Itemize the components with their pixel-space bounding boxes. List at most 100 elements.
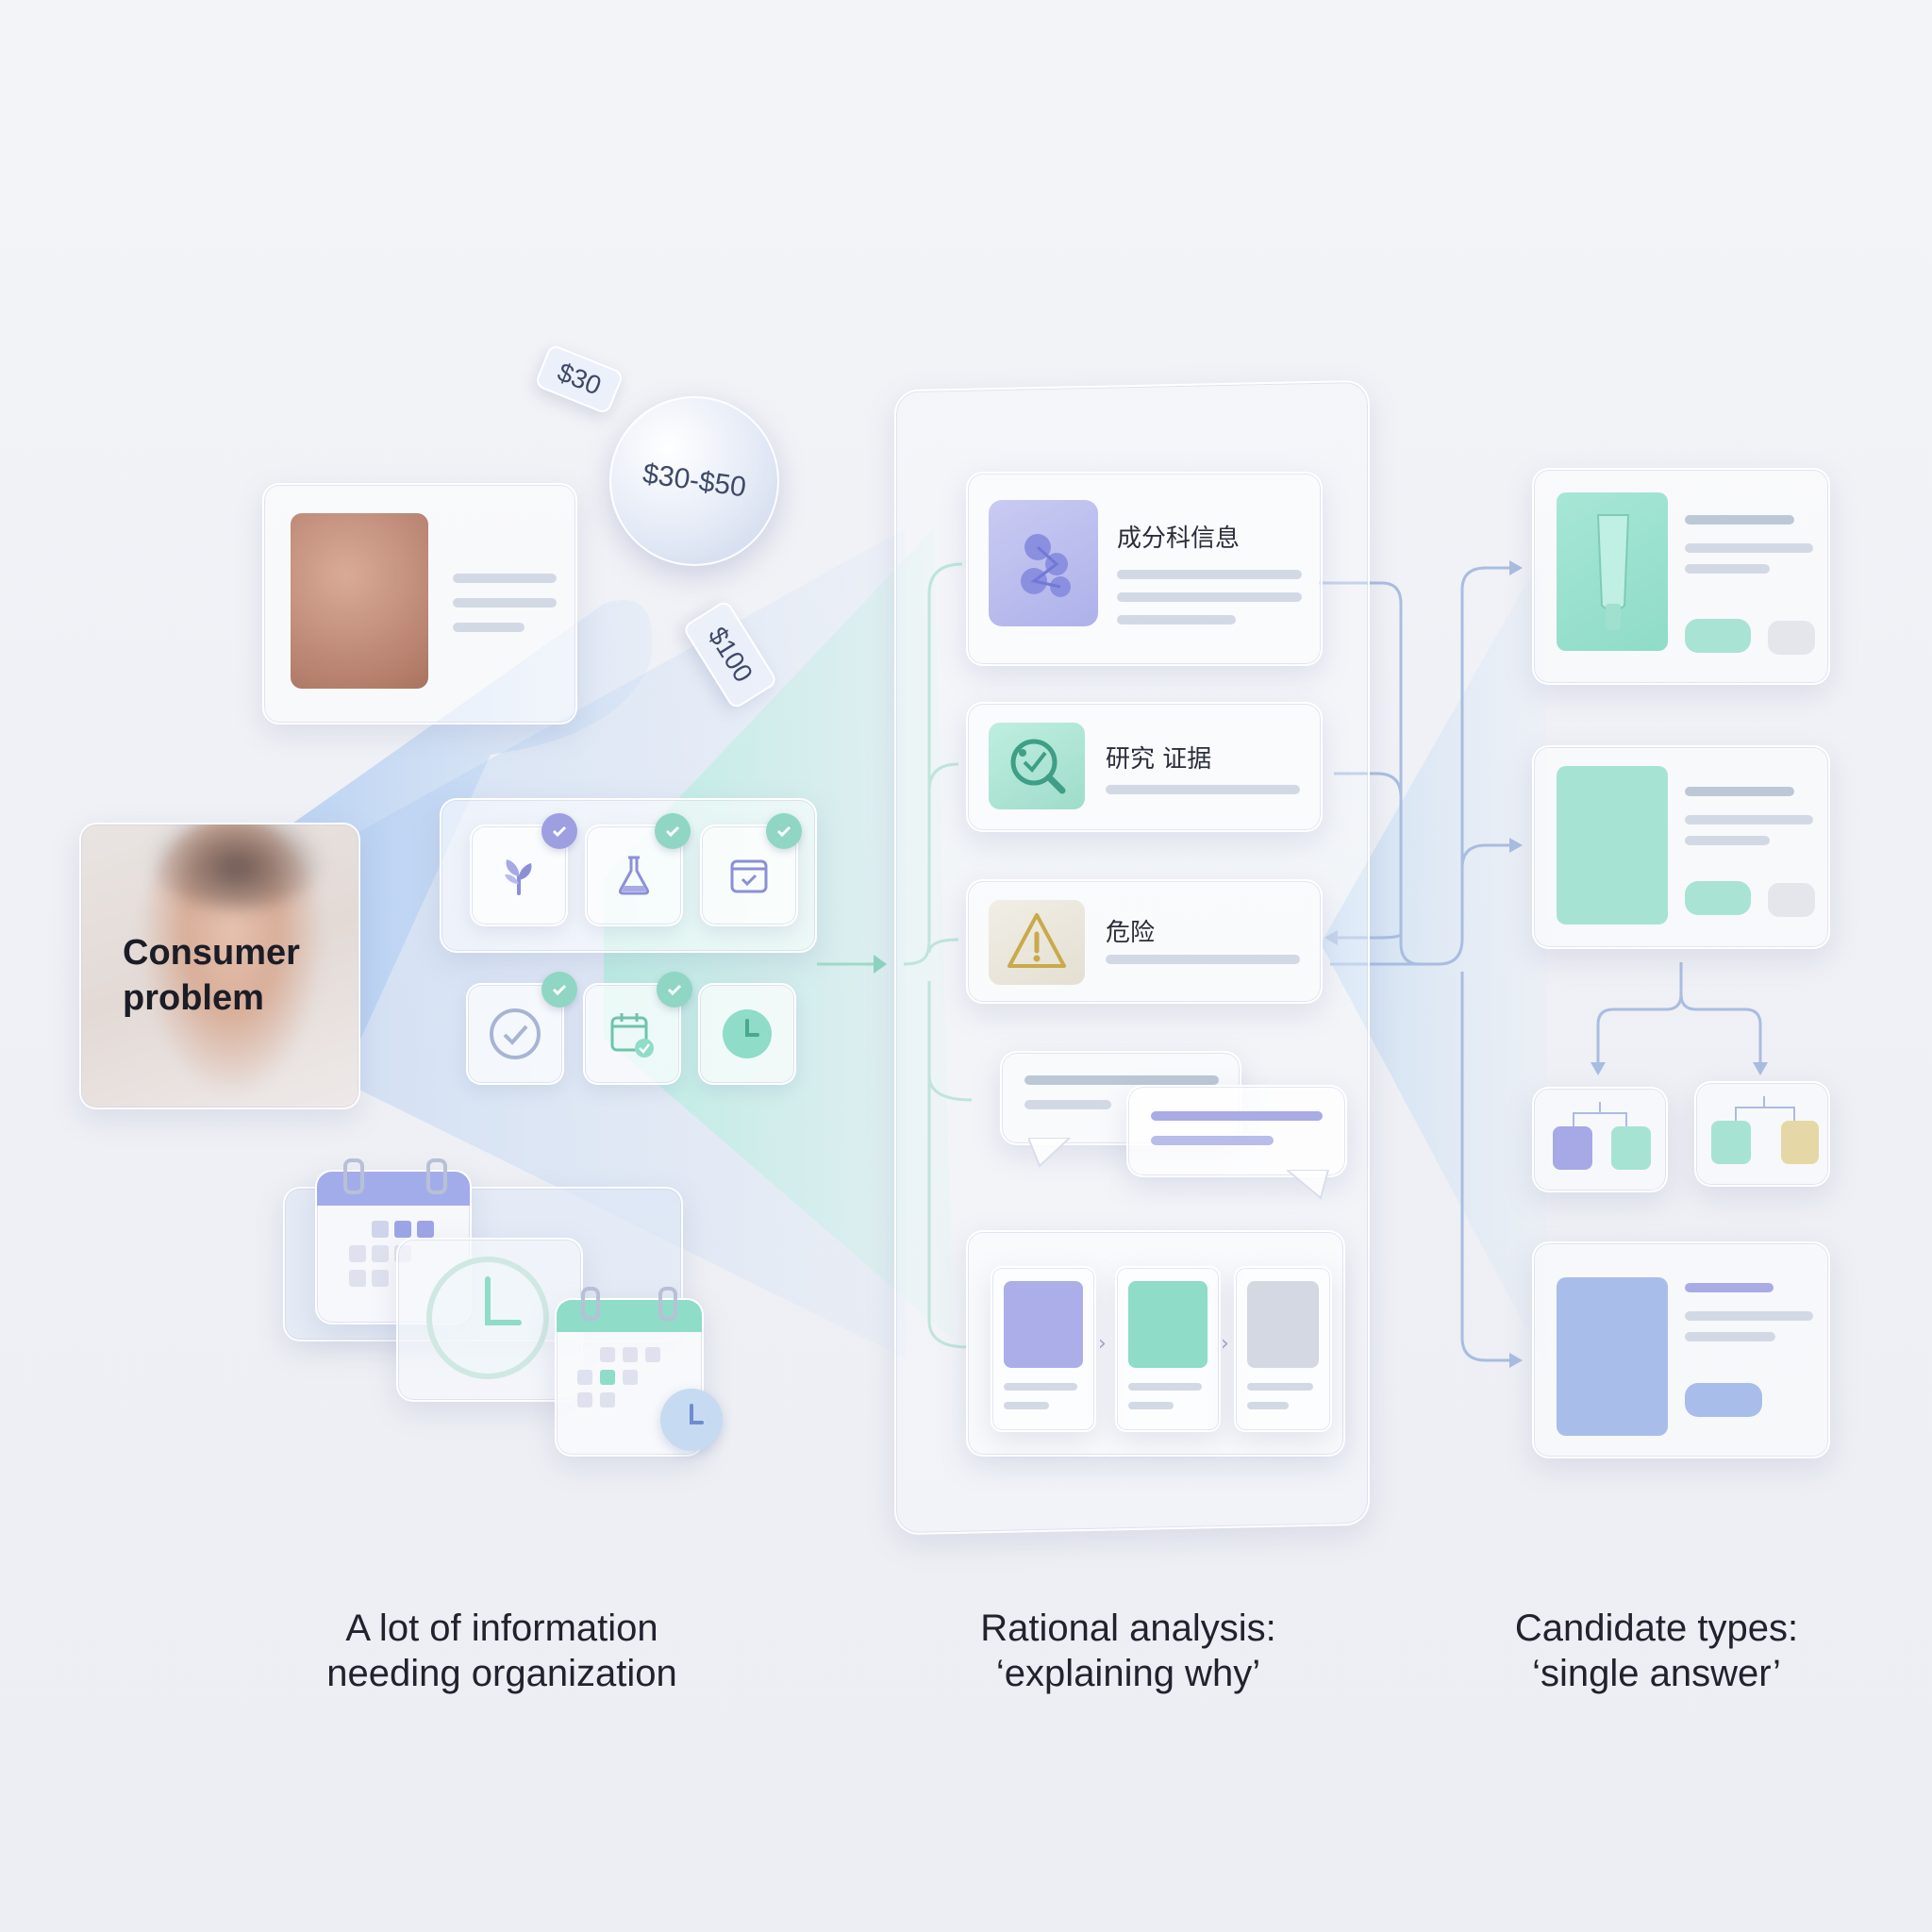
caption-left: A lot of information needing organizatio… — [326, 1607, 677, 1694]
option-text-line — [1247, 1383, 1313, 1391]
row-text-line — [1117, 592, 1302, 602]
comparison-strip: › › — [966, 1230, 1345, 1457]
candidate-mini-tree-right[interactable] — [1694, 1081, 1830, 1187]
option-text-line — [1128, 1402, 1174, 1409]
calendar-grid-icon — [577, 1347, 660, 1407]
card-text-line — [1685, 1283, 1774, 1292]
secondary-button[interactable] — [1766, 881, 1817, 919]
chat-bubble-tail — [1028, 1138, 1072, 1168]
caption-middle: Rational analysis: ‘explaining why’ — [980, 1607, 1276, 1694]
flask-icon — [618, 856, 650, 895]
clock-card — [396, 1238, 583, 1402]
caption-right: Candidate types: ‘single answer’ — [1514, 1607, 1799, 1694]
calendar-check-icon — [730, 859, 768, 893]
info-icon-group-top — [440, 798, 817, 953]
calendar-ring-icon — [658, 1287, 677, 1321]
candidate-card-product[interactable] — [1532, 468, 1830, 685]
card-text-line — [1685, 1332, 1775, 1341]
node-swatch-teal — [1711, 1121, 1751, 1164]
primary-button[interactable] — [1685, 881, 1751, 915]
option-text-line — [1004, 1402, 1049, 1409]
node-swatch-purple — [1553, 1126, 1592, 1170]
consumer-problem-card[interactable]: Consumer problem — [79, 823, 360, 1109]
plant-icon — [505, 859, 532, 895]
node-swatch-teal — [1611, 1126, 1651, 1170]
node-swatch-gold — [1781, 1121, 1819, 1164]
row-text-line — [1117, 615, 1236, 625]
calendar-header — [557, 1300, 702, 1332]
analysis-row-ingredients[interactable]: 成分科信息 — [966, 472, 1323, 666]
card-text-line — [453, 598, 557, 608]
check-badge-icon — [657, 972, 692, 1008]
chat-bubble-front — [1126, 1085, 1347, 1177]
option-card-gray[interactable] — [1234, 1266, 1332, 1432]
analysis-row-risk[interactable]: 危险 — [966, 879, 1323, 1004]
ingredients-icon-tile — [989, 500, 1098, 626]
primary-button[interactable] — [1685, 1383, 1762, 1417]
small-clock-icon — [660, 1389, 723, 1451]
card-text-line — [1685, 515, 1794, 525]
analysis-row-title: 成分科信息 — [1117, 525, 1241, 553]
primary-button[interactable] — [1685, 619, 1751, 653]
option-card-teal[interactable] — [1115, 1266, 1221, 1432]
large-clock-icon — [426, 1257, 549, 1379]
price-range-text: $30-$50 — [641, 458, 748, 504]
option-swatch — [1004, 1281, 1083, 1368]
skin-texture-image — [291, 513, 428, 689]
skin-photo-card — [262, 483, 577, 724]
tile-clock[interactable] — [698, 983, 796, 1085]
candidate-card-teal[interactable] — [1532, 745, 1830, 949]
calendar-ring-icon — [343, 1158, 364, 1194]
bubble-text-line — [1151, 1136, 1274, 1145]
check-circle-icon — [490, 1008, 541, 1059]
calendar-ring-icon — [426, 1158, 447, 1194]
candidate-card-blue[interactable] — [1532, 1241, 1830, 1458]
hair-shape — [147, 824, 326, 909]
research-magnifier-icon — [1010, 739, 1066, 794]
option-text-line — [1247, 1402, 1289, 1409]
blue-image-tile — [1557, 1277, 1668, 1436]
option-swatch — [1128, 1281, 1208, 1368]
check-badge-icon — [541, 972, 577, 1008]
row-text-line — [1106, 955, 1300, 964]
analysis-row-title: 研究 证据 — [1106, 745, 1212, 774]
tile-calendar-check[interactable] — [583, 983, 681, 1085]
card-text-line — [1685, 564, 1770, 574]
row-text-line — [1117, 570, 1302, 579]
card-text-line — [453, 574, 557, 583]
option-text-line — [1128, 1383, 1202, 1391]
check-badge-icon — [655, 813, 691, 849]
chat-bubble-tail — [1287, 1170, 1330, 1200]
card-text-line — [1685, 1311, 1813, 1321]
secondary-button[interactable] — [1766, 619, 1817, 657]
tree-branch-icon — [1573, 1102, 1627, 1130]
analysis-row-research[interactable]: 研究 证据 — [966, 702, 1323, 832]
analysis-row-title: 危险 — [1106, 919, 1156, 947]
calendar-card-teal — [555, 1298, 704, 1457]
bubble-text-line — [1024, 1100, 1111, 1109]
info-icon-group-bottom — [462, 972, 802, 1089]
card-text-line — [1685, 815, 1813, 824]
check-badge-icon — [541, 813, 577, 849]
teal-image-tile — [1557, 766, 1668, 924]
bubble-text-line — [1024, 1075, 1219, 1085]
clock-icon — [723, 1009, 772, 1058]
card-text-line — [1685, 836, 1770, 845]
bubble-text-line — [1151, 1111, 1323, 1121]
check-badge-icon — [766, 813, 802, 849]
option-text-line — [1004, 1383, 1077, 1391]
risk-icon-tile — [989, 900, 1085, 985]
tube-product-icon — [1596, 514, 1630, 630]
card-text-line — [1685, 787, 1794, 796]
tree-branch-icon — [1735, 1096, 1795, 1124]
product-image-tile — [1557, 492, 1668, 651]
research-icon-tile — [989, 723, 1085, 809]
molecule-icon — [1021, 534, 1071, 597]
card-text-line — [1685, 543, 1813, 553]
chevron-right-icon: › — [1098, 1332, 1107, 1356]
card-text-line — [453, 623, 525, 632]
warning-icon — [1008, 913, 1066, 968]
calendar-ring-icon — [581, 1287, 600, 1321]
option-card-purple[interactable] — [991, 1266, 1096, 1432]
candidate-mini-tree-left[interactable] — [1532, 1087, 1668, 1192]
